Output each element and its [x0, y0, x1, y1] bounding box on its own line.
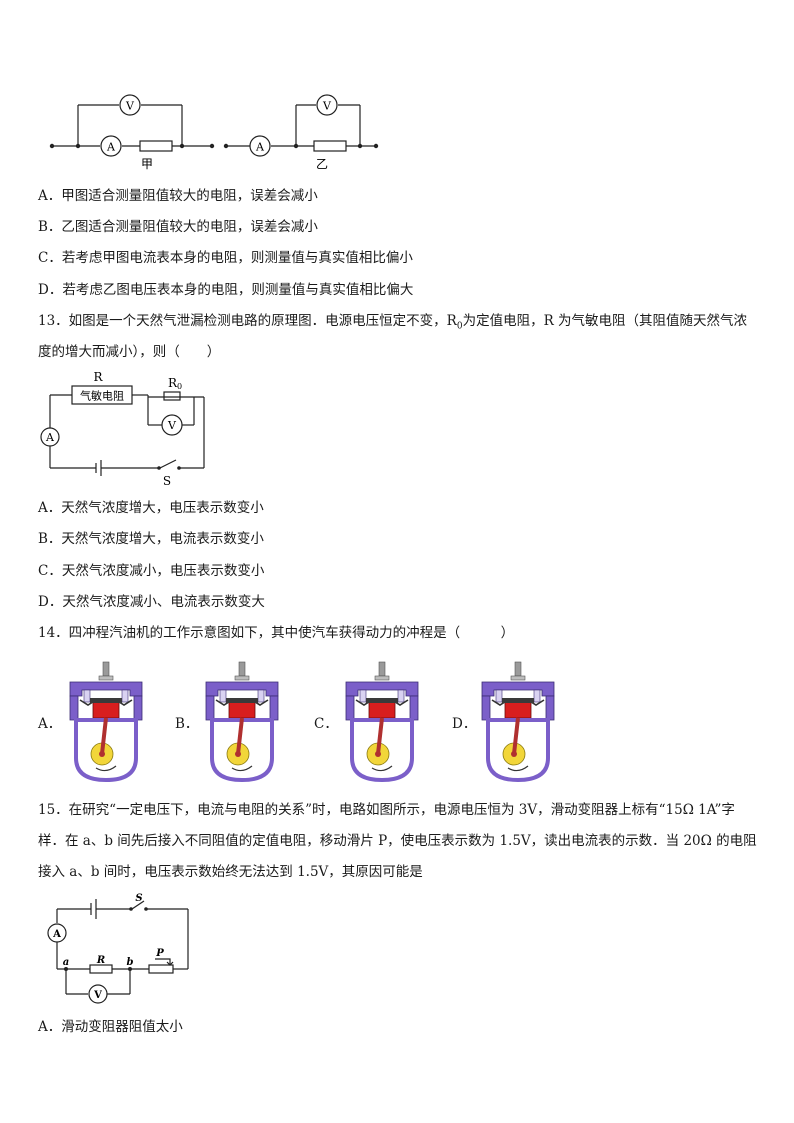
q12-option-c: C．若考虑甲图电流表本身的电阻，则测量值与真实值相比偏小: [38, 250, 413, 266]
q15-option-a: A．滑动变阻器阻值太小: [38, 1019, 183, 1035]
q15-switch-label: S: [135, 893, 142, 904]
q13-voltmeter-label: V: [167, 419, 177, 432]
q14-stem: 14．四冲程汽油机的工作示意图如下，其中使汽车获得动力的冲程是（ ）: [38, 625, 515, 641]
q13-stem-line2: 度的增大而减小），则（ ）: [38, 344, 221, 360]
q13-gas-resistor-label: 气敏电阻: [80, 389, 124, 403]
ammeter-label-yi: A: [255, 141, 265, 154]
q12-option-d: D．若考虑乙图电压表本身的电阻，则测量值与真实值相比偏大: [38, 282, 414, 298]
figure-label-jia: 甲: [141, 157, 153, 171]
q13-stem-part-b: 为定值电阻，R 为气敏电阻（其阻值随天然气浓: [462, 313, 748, 329]
q15-ammeter-label: A: [52, 929, 61, 940]
q12-option-b: B．乙图适合测量阻值较大的电阻，误差会减小: [38, 219, 318, 235]
q14-option-d-label: D．: [452, 716, 477, 732]
q13-label-r: R: [93, 370, 103, 384]
engine-diagram-a: [68, 660, 144, 782]
q15-stem-line2: 样．在 a、b 间先后接入不同阻值的定值电阻，移动滑片 P，使电压表示数为 1.…: [38, 833, 757, 849]
engine-diagram-c: [344, 660, 420, 782]
circuit-figure-jia-yi: V A 甲 V A 乙: [49, 94, 379, 171]
q13-label-r0: R0: [168, 376, 182, 391]
q12-option-a: A．甲图适合测量阻值较大的电阻，误差会减小: [38, 188, 318, 204]
voltmeter-label-yi: V: [322, 100, 332, 113]
q13-option-c: C．天然气浓度减小，电压表示数变小: [38, 563, 265, 579]
q15-circuit-figure: S A a R b P V: [47, 893, 189, 1004]
q15-stem-line1: 15．在研究“一定电压下，电流与电阻的关系”时，电路如图所示，电源电压恒为 3V…: [38, 802, 735, 818]
ammeter-label-jia: A: [106, 141, 116, 154]
q15-voltmeter-label: V: [93, 990, 102, 1001]
q15-stem-line3: 接入 a、b 间时，电压表示数始终无法达到 1.5V，其原因可能是: [38, 864, 423, 880]
q13-option-b: B．天然气浓度增大，电流表示数变小: [38, 531, 264, 547]
voltmeter-label-jia: V: [125, 100, 135, 113]
q15-slider-label: P: [155, 948, 164, 959]
q14-option-a-label: A．: [38, 716, 62, 732]
q15-point-b-label: b: [127, 957, 134, 968]
q15-point-a-label: a: [63, 957, 69, 968]
q13-switch-label: S: [163, 474, 171, 488]
q13-stem-line1: 13．如图是一个天然气泄漏检测电路的原理图．电源电压恒定不变，R0为定值电阻，R…: [38, 312, 747, 336]
q13-stem-part-a: 13．如图是一个天然气泄漏检测电路的原理图．电源电压恒定不变，R: [38, 313, 457, 329]
engine-diagram-d: [480, 660, 556, 782]
q13-option-a: A．天然气浓度增大，电压表示数变小: [38, 500, 264, 516]
q13-option-d: D．天然气浓度减小、电流表示数变大: [38, 594, 265, 610]
engine-diagram-b: [204, 660, 280, 782]
figure-label-yi: 乙: [316, 157, 328, 171]
q14-option-c-label: C．: [314, 716, 338, 732]
q13-stem-subscript: 0: [456, 321, 463, 332]
q15-resistor-label: R: [96, 955, 105, 966]
q14-option-b-label: B．: [175, 716, 199, 732]
q13-ammeter-label: A: [45, 431, 55, 444]
q13-circuit-figure: R 气敏电阻 R0 V A S: [40, 370, 205, 488]
